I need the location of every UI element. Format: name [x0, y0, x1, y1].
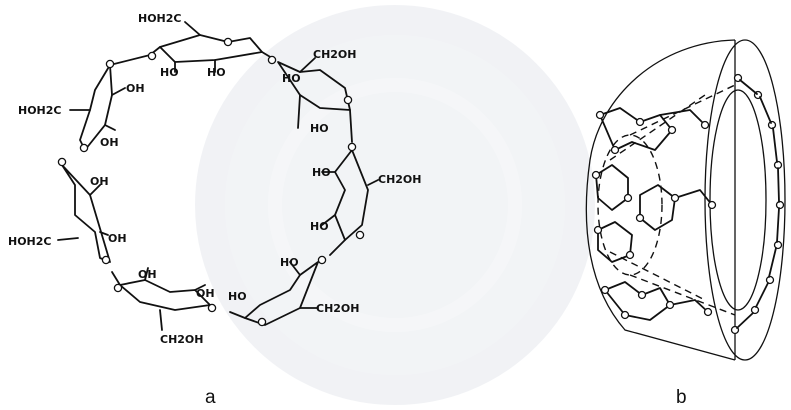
ring-oxygen [105, 59, 115, 69]
ring-oxygen [343, 95, 353, 105]
label-ho: HO [282, 72, 301, 85]
ring-oxygen [257, 317, 267, 327]
label-ho: HO [312, 166, 331, 179]
caption-a: a [205, 387, 216, 408]
ring-oxygen [57, 157, 67, 167]
glucose-unit-5 [111, 267, 211, 331]
label-ch2oh: CH2OH [316, 302, 360, 315]
ring-oxygen [223, 37, 233, 47]
label-ho: HO [228, 290, 247, 303]
label-ho: HO [310, 122, 329, 135]
ring-oxygen [207, 303, 217, 313]
ring-oxygen [317, 255, 327, 265]
cone-narrow-rim [597, 134, 663, 276]
cone-wide-rim [704, 39, 786, 361]
label-ho: HO [207, 66, 226, 79]
caption-b: b [676, 387, 687, 408]
label-hoh2c: HOH2C [138, 12, 182, 25]
watermark [195, 5, 595, 405]
label-oh: OH [90, 175, 109, 188]
label-hoh2c: HOH2C [18, 104, 62, 117]
label-ch2oh: CH2OH [378, 173, 422, 186]
ring-oxygen [267, 55, 277, 65]
label-ho: HO [280, 256, 299, 269]
panel-b-cone [585, 39, 786, 361]
glucose-unit-4 [229, 261, 319, 326]
ring-oxygen [113, 283, 123, 293]
ring-oxygen [347, 142, 357, 152]
glucose-unit-6 [57, 164, 111, 263]
label-oh: OH [196, 287, 215, 300]
cone-cavity [709, 89, 767, 311]
label-oh: OH [126, 82, 145, 95]
label-ho: HO [160, 66, 179, 79]
label-ho: HO [310, 220, 329, 233]
panel-a-structure: HOH2C HO HO CH2OH HO HO HO CH2OH HO HO C… [8, 12, 422, 346]
label-ch2oh: CH2OH [160, 333, 204, 346]
label-oh: OH [108, 232, 127, 245]
label-ch2oh: CH2OH [313, 48, 357, 61]
label-oh: OH [138, 268, 157, 281]
ring-oxygen [147, 51, 157, 61]
label-hoh2c: HOH2C [8, 235, 52, 248]
ring-oxygen [355, 230, 365, 240]
label-oh: OH [100, 136, 119, 149]
glucose-unit-3 [321, 149, 379, 256]
ring-oxygen [101, 255, 111, 265]
ring-oxygen [79, 143, 89, 153]
